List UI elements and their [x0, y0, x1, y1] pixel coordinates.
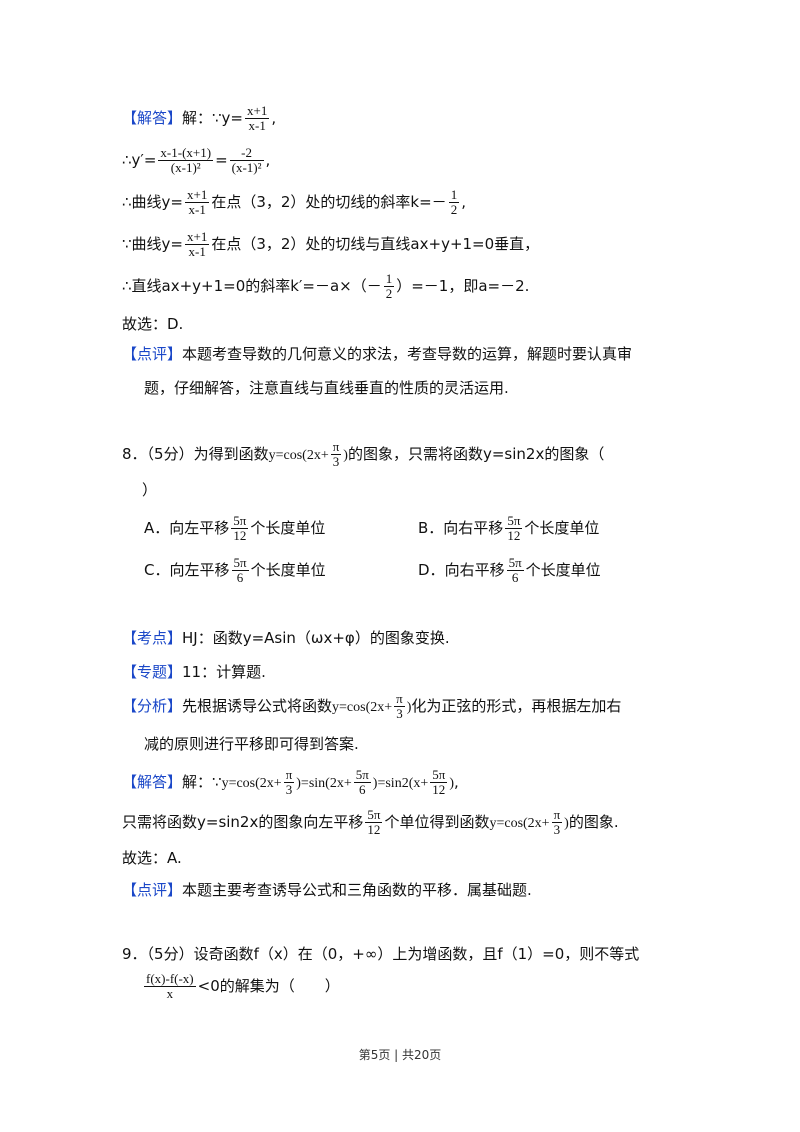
- tag-kaodian: 【考点】: [122, 629, 183, 647]
- sol7-answer: 故选：D.: [122, 315, 184, 333]
- q8-fenxi-cont: 减的原则进行平移即可得到答案.: [144, 735, 359, 753]
- tag-jieda: 【解答】: [122, 109, 183, 127]
- sol7-line2: ∴y′=x-1-(x+1)(x-1)²=-2(x-1)²,: [122, 145, 271, 175]
- tag-fenxi: 【分析】: [122, 697, 183, 715]
- page-footer: 第5页 | 共20页: [358, 1048, 442, 1062]
- q9-stem-cont: f(x)-f(-x)x<0的解集为（ ）: [144, 971, 340, 1001]
- tag-jieda: 【解答】: [122, 773, 183, 791]
- q8-zhuanti: 【专题】11：计算题.: [122, 663, 266, 681]
- q8-kaodian: 【考点】HJ：函数y=Asin（ωx+φ）的图象变换.: [122, 629, 450, 647]
- q8-answer: 故选：A.: [122, 849, 182, 867]
- q8-stem-end: ）: [142, 481, 158, 499]
- fraction: f(x)-f(-x)x: [144, 971, 196, 1001]
- sol7-comment: 【点评】本题考查导数的几何意义的求法，考查导数的运算，解题时要认真审: [122, 345, 633, 363]
- q8-comment: 【点评】本题主要考查诱导公式和三角函数的平移．属基础题.: [122, 881, 532, 899]
- fraction: x-1-(x+1)(x-1)²: [158, 145, 214, 175]
- tag-dianping: 【点评】: [122, 345, 183, 363]
- sol7-comment-cont: 题，仔细解答，注意直线与直线垂直的性质的灵活运用.: [144, 379, 509, 397]
- tag-dianping: 【点评】: [122, 881, 183, 899]
- tag-zhuanti: 【专题】: [122, 663, 183, 681]
- q9-stem: 9．（5分）设奇函数f（x）在（0，+∞）上为增函数，且f（1）=0，则不等式: [122, 945, 640, 963]
- fraction: -2(x-1)²: [229, 145, 264, 175]
